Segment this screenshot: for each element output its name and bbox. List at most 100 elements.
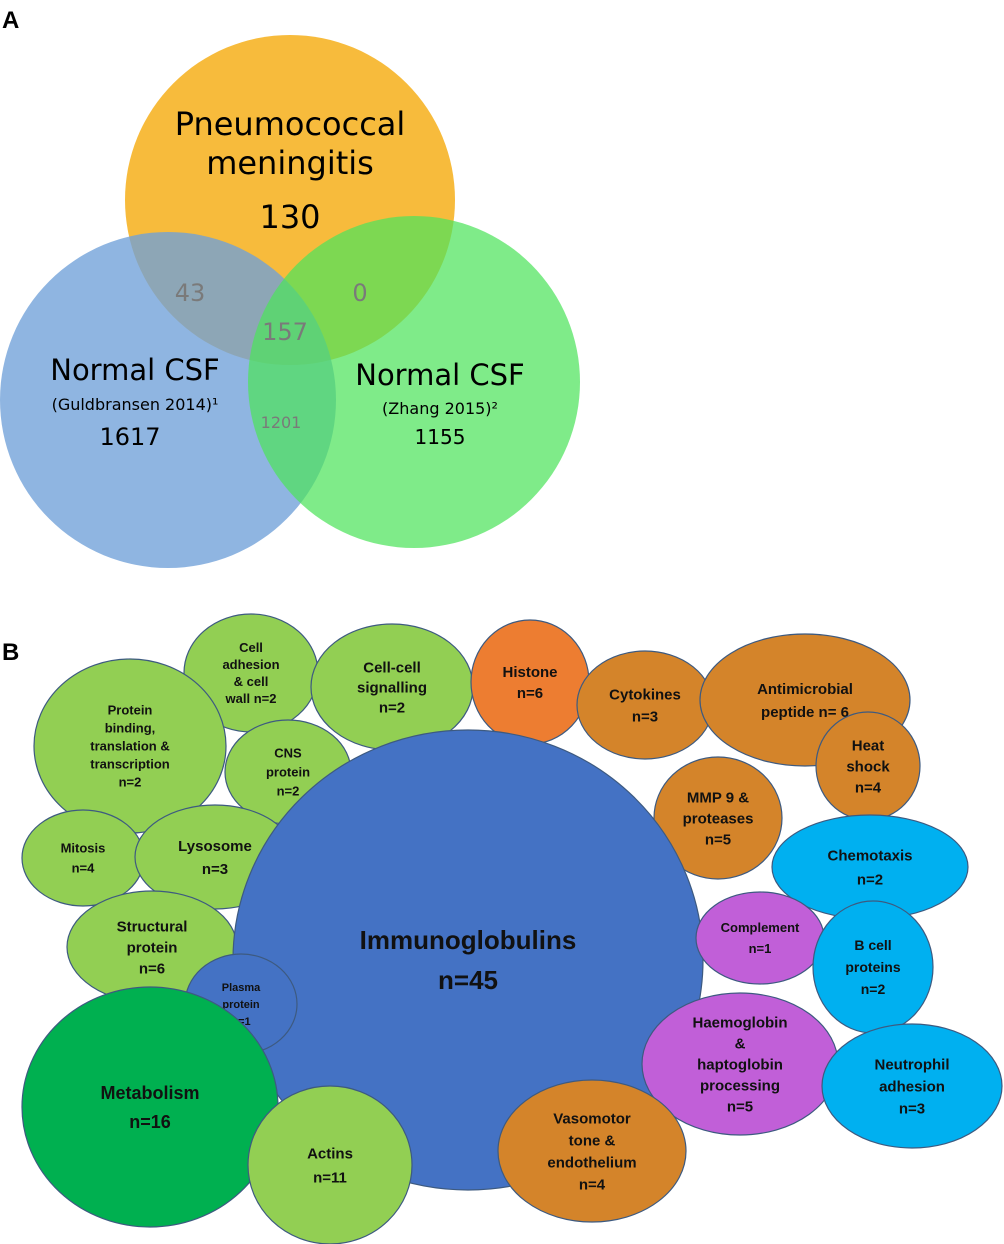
bubble-label-protein-binding: transcription xyxy=(90,757,170,772)
bubble-chemotaxis: Chemotaxis n=2 xyxy=(771,814,969,920)
bubble-cytokines: Cytokines n=3 xyxy=(576,650,714,760)
bubble-label-heat-shock: Heat xyxy=(852,737,885,754)
bubble-heat-shock: Heat shock n=4 xyxy=(815,711,921,821)
bubble-label-heat-shock: shock xyxy=(846,758,890,775)
bubble-label-mitosis: n=4 xyxy=(72,861,96,876)
bubble-label-b-cell-proteins: B cell xyxy=(854,937,891,953)
bubble-label-b-cell-proteins: proteins xyxy=(845,959,900,975)
bubble-label-metabolism: n=16 xyxy=(129,1112,171,1132)
bubble-shape-vasomotor xyxy=(497,1079,687,1223)
bubble-label-plasma-protein: Plasma xyxy=(222,982,261,994)
bubble-actins: Actins n=11 xyxy=(247,1085,413,1244)
bubble-neutrophil-adhesion: Neutrophil adhesion n=3 xyxy=(821,1023,1003,1149)
venn-overlap-all: 157 xyxy=(262,318,308,346)
bubble-label-vasomotor: endothelium xyxy=(547,1154,636,1171)
bubble-label-cell-adhesion: Cell xyxy=(239,640,263,655)
bubble-label-protein-binding: translation & xyxy=(90,739,169,754)
bubble-label-vasomotor: Vasomotor xyxy=(553,1110,631,1127)
bubble-label-heat-shock: n=4 xyxy=(855,779,882,796)
bubble-label-mmp9-proteases: proteases xyxy=(683,810,754,827)
bubble-label-cytokines: Cytokines xyxy=(609,686,681,703)
bubble-label-vasomotor: n=4 xyxy=(579,1176,606,1193)
bubble-label-cytokines: n=3 xyxy=(632,708,658,725)
venn-pneumo-count: 130 xyxy=(259,198,320,236)
bubble-label-chemotaxis: Chemotaxis xyxy=(827,847,912,864)
bubble-shape-mmp9-proteases xyxy=(653,756,783,880)
bubble-label-metabolism: Metabolism xyxy=(100,1083,199,1103)
bubble-label-structural-protein: protein xyxy=(127,939,178,956)
bubble-histone: Histone n=6 xyxy=(470,619,590,745)
venn-circle-zhang xyxy=(248,216,580,548)
bubble-shape-cytokines xyxy=(576,650,714,760)
bubble-label-histone: n=6 xyxy=(517,685,543,702)
bubble-label-cns-protein: n=2 xyxy=(277,784,300,799)
bubble-label-haemoglobin: processing xyxy=(700,1077,780,1094)
bubble-label-protein-binding: n=2 xyxy=(119,775,142,790)
venn-zhang-sub: (Zhang 2015)² xyxy=(382,399,498,418)
bubble-label-haemoglobin: haptoglobin xyxy=(697,1056,783,1073)
bubble-label-neutrophil-adhesion: Neutrophil xyxy=(875,1056,950,1073)
bubble-vasomotor: Vasomotor tone & endothelium n=4 xyxy=(497,1079,687,1223)
venn-guldbransen-title: Normal CSF xyxy=(50,353,219,387)
venn-overlap-guldbransen-zhang: 1201 xyxy=(261,413,302,432)
bubble-metabolism: Metabolism n=16 xyxy=(21,986,279,1228)
bubble-label-neutrophil-adhesion: n=3 xyxy=(899,1100,925,1117)
bubble-shape-metabolism xyxy=(21,986,279,1228)
bubble-shape-mitosis xyxy=(21,809,145,907)
bubble-label-structural-protein: Structural xyxy=(117,918,188,935)
bubble-label-plasma-protein: protein xyxy=(222,999,260,1011)
bubble-chart: Cell adhesion & cell wall n=2 Cell-cell signa… xyxy=(21,613,1003,1244)
bubble-label-actins: Actins xyxy=(307,1145,353,1162)
bubble-label-cell-cell-signalling: Cell-cell xyxy=(363,659,421,676)
venn-guldbransen-sub: (Guldbransen 2014)¹ xyxy=(52,395,219,414)
bubble-label-haemoglobin: Haemoglobin xyxy=(692,1014,787,1031)
bubble-label-complement: n=1 xyxy=(749,941,772,956)
bubble-label-actins: n=11 xyxy=(313,1169,347,1186)
panel-a-letter: A xyxy=(2,7,19,34)
bubble-label-complement: Complement xyxy=(721,920,800,935)
venn-pneumo-line2: meningitis xyxy=(206,144,374,182)
bubble-label-haemoglobin: & xyxy=(735,1035,746,1052)
bubble-label-antimicrobial-peptide: peptide n= 6 xyxy=(761,704,849,721)
bubble-label-protein-binding: Protein xyxy=(108,703,153,718)
bubble-label-mitosis: Mitosis xyxy=(61,841,106,856)
bubble-label-chemotaxis: n=2 xyxy=(857,871,883,888)
venn-zhang-count: 1155 xyxy=(415,425,466,449)
venn-guldbransen-count: 1617 xyxy=(99,423,160,451)
bubble-haemoglobin: Haemoglobin & haptoglobin processing n=5 xyxy=(641,992,839,1136)
bubble-label-cell-adhesion: wall n=2 xyxy=(225,691,277,706)
bubble-label-cell-adhesion: adhesion xyxy=(222,657,279,672)
venn-overlap-pneumo-guldbransen: 43 xyxy=(175,279,206,307)
bubble-structural-protein: Structural protein n=6 xyxy=(66,890,238,1004)
venn-circle-guldbransen xyxy=(0,232,336,568)
venn-diagram: Pneumococcal meningitis 130 Normal CSF (… xyxy=(0,35,580,568)
venn-zhang-title: Normal CSF xyxy=(355,358,524,392)
bubble-label-cns-protein: protein xyxy=(266,765,310,780)
bubble-label-antimicrobial-peptide: Antimicrobial xyxy=(757,681,853,698)
bubble-label-vasomotor: tone & xyxy=(569,1132,616,1149)
venn-overlap-pneumo-zhang: 0 xyxy=(352,279,367,307)
bubble-label-lysosome: Lysosome xyxy=(178,838,252,855)
bubble-protein-binding: Protein binding, translation & transcriptio… xyxy=(33,658,227,834)
bubble-label-neutrophil-adhesion: adhesion xyxy=(879,1078,945,1095)
bubble-b-cell-proteins: B cell proteins n=2 xyxy=(812,900,934,1034)
panel-b-letter: B xyxy=(2,639,19,666)
bubble-label-haemoglobin: n=5 xyxy=(727,1098,753,1115)
bubble-label-cns-protein: CNS xyxy=(274,746,302,761)
bubble-label-protein-binding: binding, xyxy=(105,721,156,736)
bubble-label-b-cell-proteins: n=2 xyxy=(861,981,886,997)
bubble-label-immunoglobulins: n=45 xyxy=(438,965,498,995)
bubble-label-cell-adhesion: & cell xyxy=(234,674,269,689)
bubble-label-structural-protein: n=6 xyxy=(139,960,165,977)
bubble-label-cell-cell-signalling: signalling xyxy=(357,679,427,696)
bubble-shape-complement xyxy=(695,891,825,985)
bubble-cell-adhesion: Cell adhesion & cell wall n=2 xyxy=(183,613,319,733)
bubble-label-mmp9-proteases: n=5 xyxy=(705,831,731,848)
bubble-label-histone: Histone xyxy=(502,664,557,681)
bubble-shape-histone xyxy=(470,619,590,745)
bubble-mitosis: Mitosis n=4 xyxy=(21,809,145,907)
venn-pneumo-line1: Pneumococcal xyxy=(175,105,406,143)
